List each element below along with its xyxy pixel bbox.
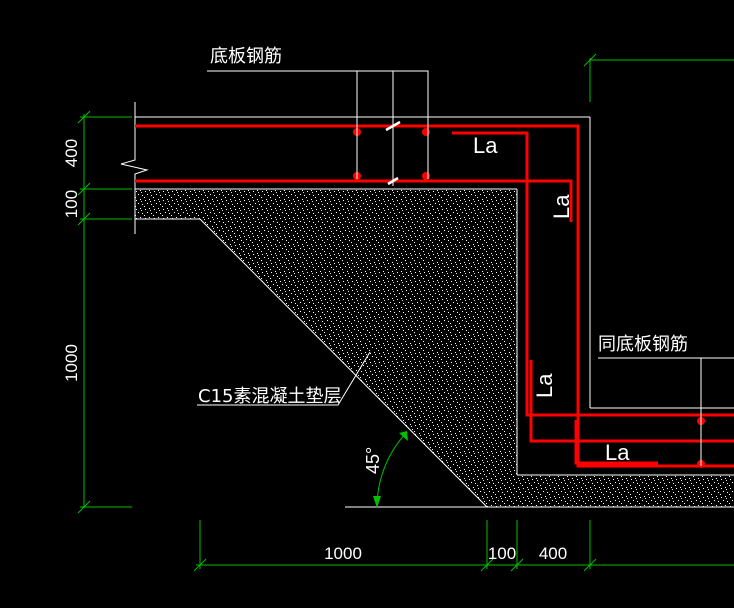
dim-left-1000: 1000 (62, 344, 81, 382)
dim-bottom-400: 400 (539, 544, 567, 563)
label-same-slab-rebar: 同底板钢筋 (598, 334, 688, 355)
angle-arrowhead-top (399, 431, 408, 441)
dimension-lines (77, 53, 734, 572)
rebar-top-inner-hook (452, 131, 734, 417)
label-anchor-la-3: La (532, 373, 557, 398)
dim-left-400: 400 (62, 139, 81, 167)
label-anchor-la-1: La (473, 133, 498, 158)
angle-arrowhead-bottom (373, 496, 381, 508)
label-anchor-la-2: La (549, 194, 574, 219)
rebar-corner-inner (529, 360, 734, 443)
rebar-bottom (135, 179, 573, 222)
leader-lines (197, 70, 734, 466)
concrete-cushion-hatch (135, 189, 734, 507)
rebar-corner-outer (574, 420, 658, 465)
structure-outline (120, 102, 734, 508)
label-concrete-cushion: C15素混凝土垫层 (198, 386, 341, 407)
label-anchor-la-4: La (605, 440, 630, 465)
dim-left-100: 100 (62, 190, 81, 218)
dim-bottom-1000: 1000 (324, 544, 362, 563)
label-angle: 45° (363, 447, 383, 474)
dim-bottom-100: 100 (488, 544, 516, 563)
label-bottom-slab-rebar: 底板钢筋 (210, 46, 282, 67)
